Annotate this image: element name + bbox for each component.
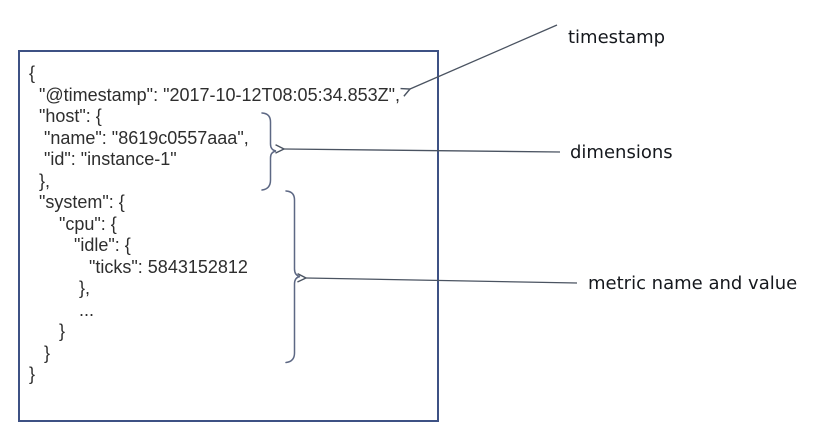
dimensions-label: dimensions	[570, 142, 673, 163]
timestamp-label: timestamp	[568, 27, 666, 48]
document-box: { "@timestamp": "2017-10-12T08:05:34.853…	[18, 50, 439, 422]
json-document: { "@timestamp": "2017-10-12T08:05:34.853…	[29, 63, 401, 384]
metric-name-and-value-label: metric name and value	[588, 273, 798, 294]
